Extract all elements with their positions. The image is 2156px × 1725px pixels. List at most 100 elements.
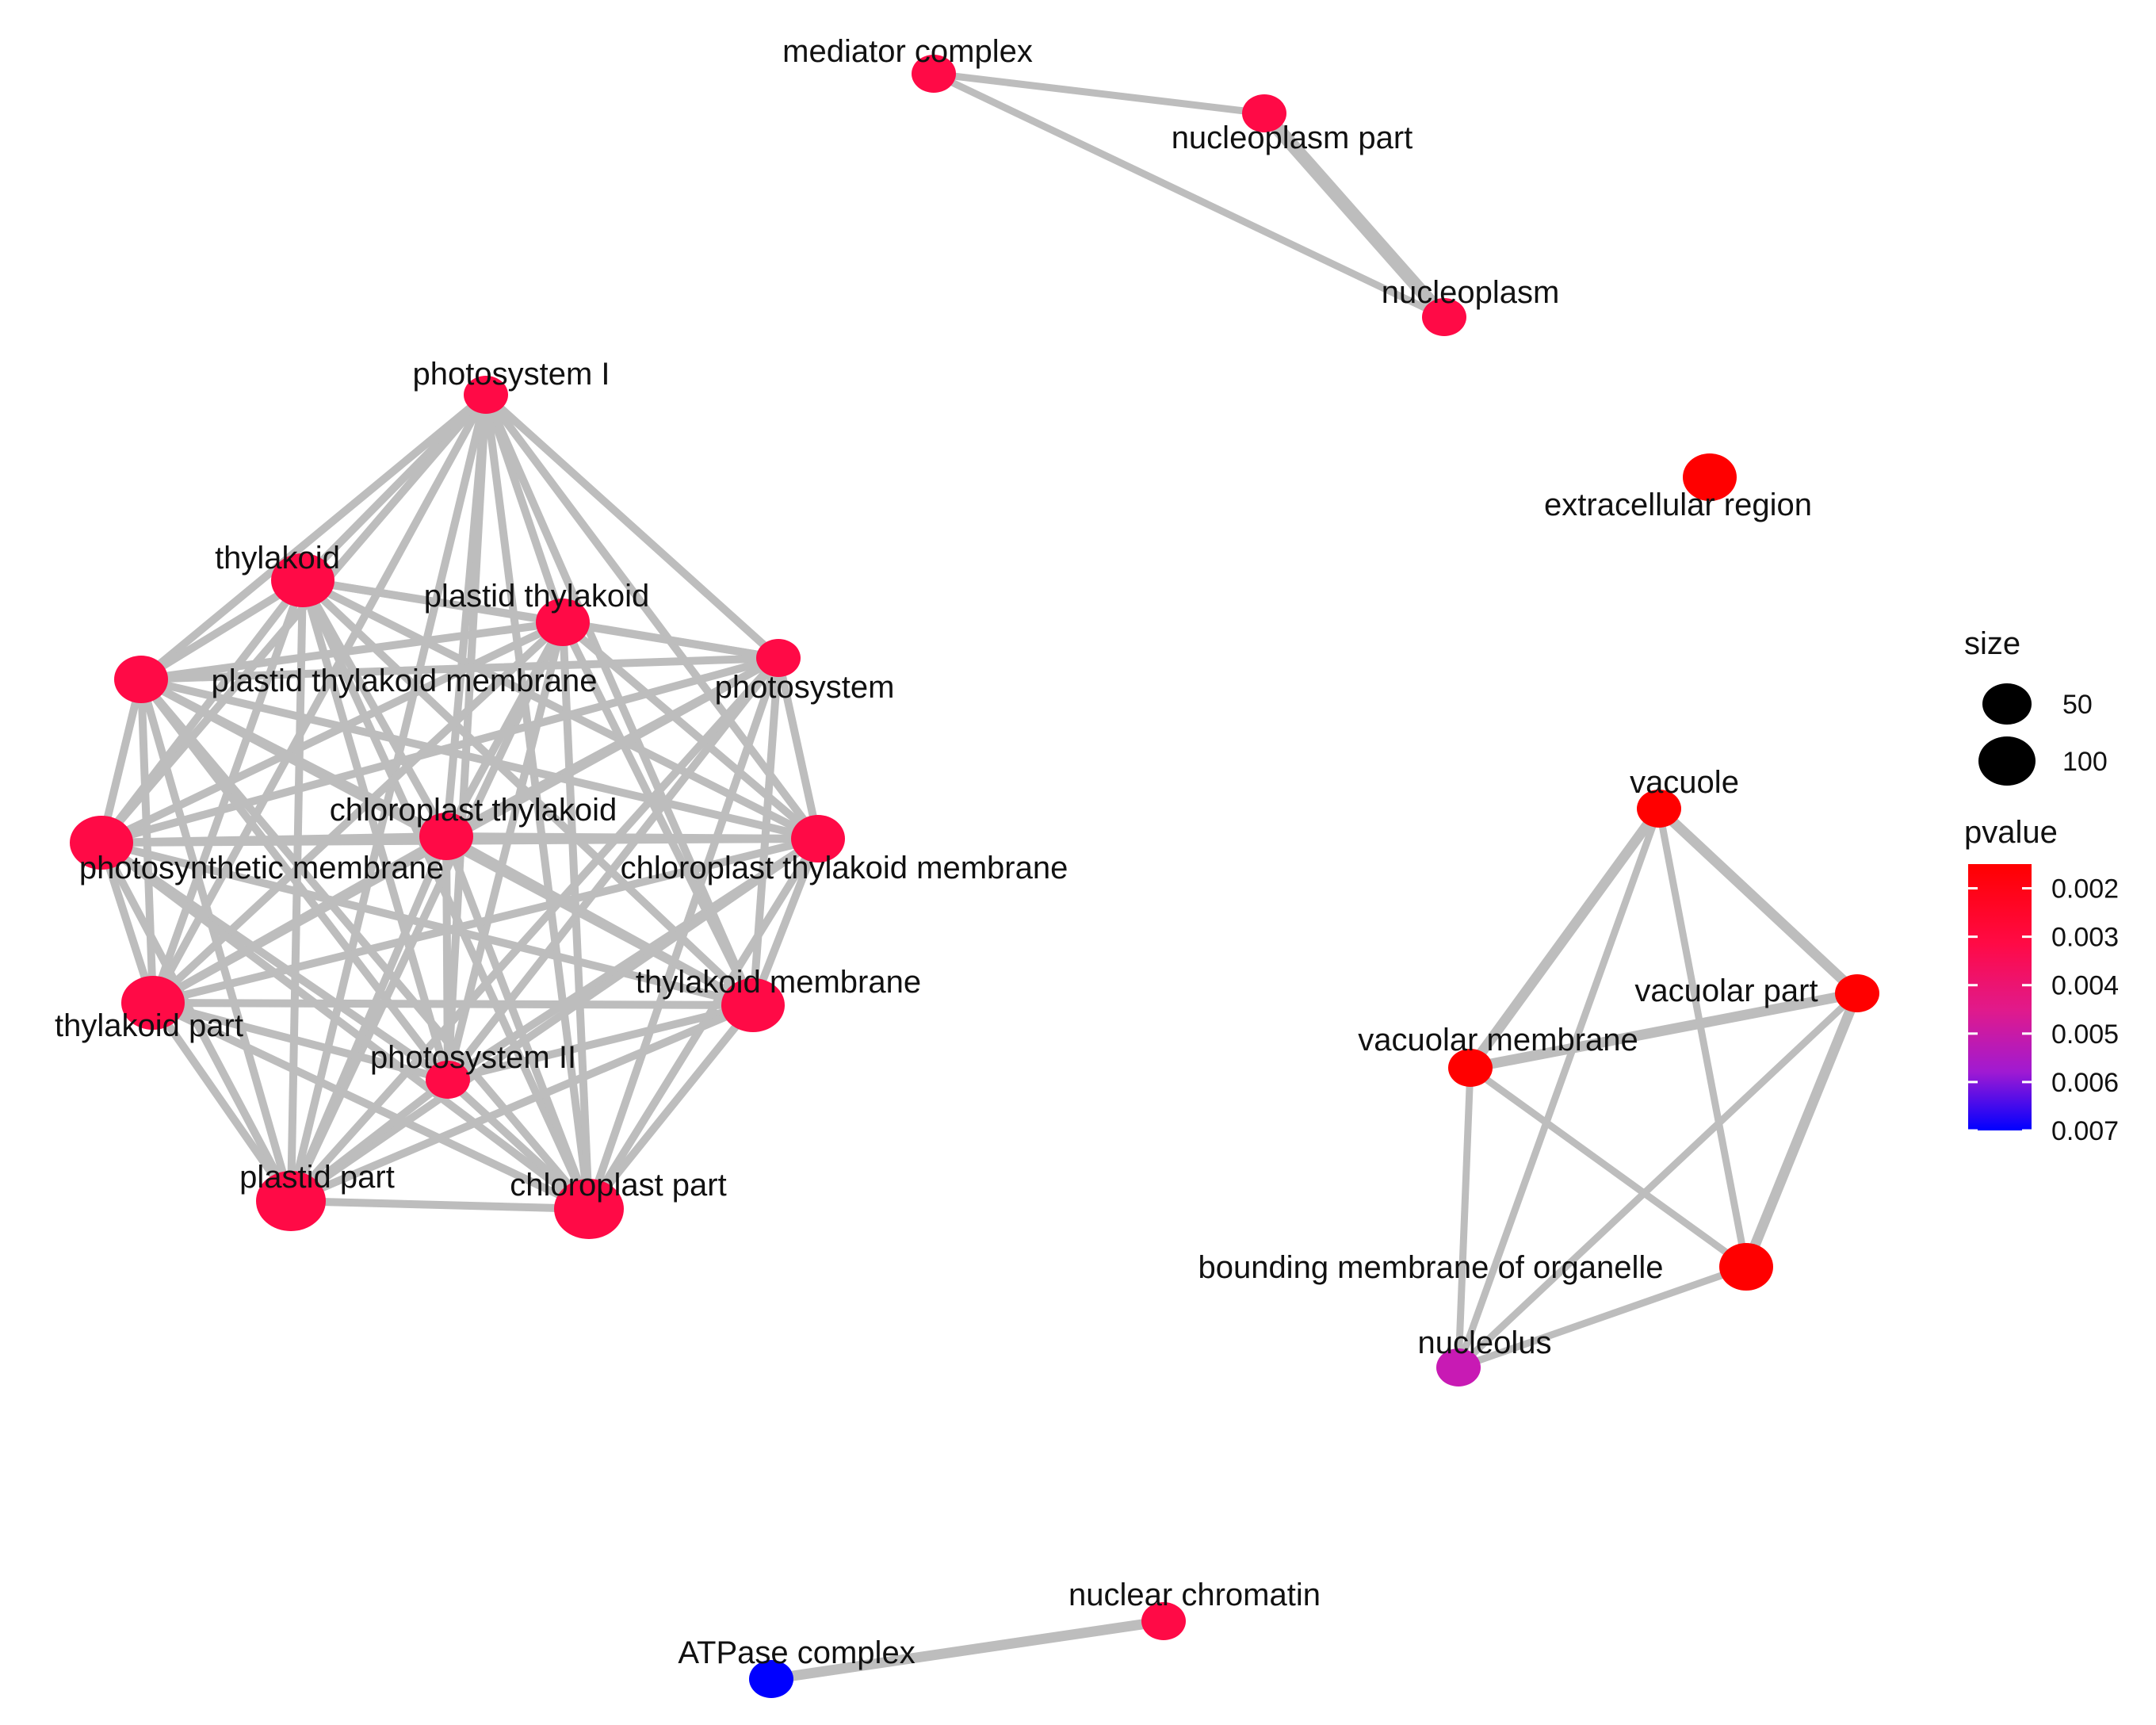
- node-plastid-part[interactable]: [256, 1171, 326, 1231]
- edge-thylakoid_membrane-thylakoid_part: [149, 999, 757, 1009]
- edge-vacuole-vacuolar_membrane: [1465, 803, 1665, 1073]
- edge-thylakoid_membrane-photosystem_ii: [444, 1001, 757, 1084]
- pvalue-tick-label: 0.005: [2051, 1019, 2119, 1050]
- label-photosynthetic-membrane: photosynthetic membrane: [79, 851, 444, 885]
- label-nucleolus: nucleolus: [1417, 1325, 1551, 1360]
- edge-photosystem_i-chloroplast_thylakoid_membrane: [482, 391, 822, 843]
- edge-plastid_thylakoid-thylakoid_part: [149, 618, 567, 1007]
- label-vacuolar-membrane: vacuolar membrane: [1358, 1023, 1638, 1058]
- edge-photosystem_i-photosystem: [482, 391, 782, 662]
- edge-vacuolar_membrane-nucleolus: [1455, 1064, 1474, 1371]
- edge-vacuole-bounding_membrane_of_organelle: [1655, 805, 1750, 1271]
- edge-thylakoid-photosystem_ii: [299, 576, 452, 1084]
- edge-plastid_thylakoid_membrane-chloroplast_part: [137, 675, 593, 1213]
- edge-thylakoid_part-plastid_part: [149, 999, 295, 1205]
- edge-nuclear_chromatin-atpase_complex: [766, 1616, 1169, 1685]
- node-mediator-complex[interactable]: [912, 55, 956, 93]
- legend-size-label-100: 100: [2062, 747, 2108, 777]
- label-extracellular-region: extracellular region: [1544, 488, 1812, 522]
- node-chloroplast-part[interactable]: [554, 1179, 624, 1239]
- edge-vacuolar_part-nucleolus: [1455, 989, 1861, 1371]
- nodes-layer: [70, 55, 1879, 1698]
- edge-chloroplast_thylakoid-thylakoid_membrane: [442, 832, 757, 1009]
- edge-photosynthetic_membrane-thylakoid_membrane: [97, 839, 757, 1009]
- edge-chloroplast_thylakoid-thylakoid_part: [149, 832, 450, 1007]
- node-plastid-thylakoid-membrane[interactable]: [114, 656, 168, 703]
- label-thylakoid-part: thylakoid part: [55, 1008, 243, 1043]
- label-vacuolar-part: vacuolar part: [1634, 973, 1818, 1008]
- edge-thylakoid_membrane-plastid_part: [287, 1001, 757, 1205]
- edge-photosystem-chloroplast_thylakoid_membrane: [774, 654, 822, 843]
- node-photosystem-i[interactable]: [464, 376, 508, 414]
- edge-photosystem_i-plastid_thylakoid_membrane: [137, 391, 490, 683]
- label-bounding-membrane-of-organelle: bounding membrane of organelle: [1198, 1250, 1663, 1285]
- edge-mediator_complex-nucleoplasm_part: [930, 70, 1268, 117]
- edge-chloroplast_thylakoid_membrane-plastid_part: [287, 835, 822, 1205]
- node-thylakoid-membrane[interactable]: [721, 978, 785, 1032]
- label-photosystem-ii: photosystem II: [370, 1040, 576, 1075]
- edge-plastid_thylakoid_membrane-photosystem_ii: [137, 675, 452, 1084]
- node-photosystem-ii[interactable]: [426, 1061, 470, 1099]
- edge-photosystem_i-plastid_part: [287, 391, 490, 1205]
- legend-size-title: size: [1964, 626, 2020, 661]
- edge-plastid_thylakoid_membrane-plastid_part: [137, 675, 295, 1205]
- edge-photosynthetic_membrane-thylakoid_part: [97, 839, 157, 1007]
- edge-chloroplast_thylakoid-plastid_part: [287, 832, 450, 1205]
- node-nucleoplasm-part[interactable]: [1242, 94, 1286, 132]
- label-nucleoplasm: nucleoplasm: [1382, 275, 1560, 310]
- edge-bounding_membrane_of_organelle-nucleolus: [1455, 1263, 1750, 1371]
- node-thylakoid[interactable]: [271, 553, 334, 607]
- node-vacuolar-part[interactable]: [1835, 974, 1879, 1012]
- pvalue-tick-label: 0.007: [2051, 1116, 2119, 1146]
- legend-pvalue-title: pvalue: [1964, 815, 2058, 850]
- edge-thylakoid_membrane-chloroplast_part: [585, 1001, 757, 1213]
- label-plastid-thylakoid-membrane: plastid thylakoid membrane: [212, 664, 598, 698]
- node-chloroplast-thylakoid-membrane[interactable]: [791, 815, 845, 862]
- label-thylakoid-membrane: thylakoid membrane: [636, 965, 921, 1000]
- pvalue-colorbar: [1968, 864, 2032, 1130]
- edge-vacuole-nucleolus: [1455, 805, 1663, 1371]
- pvalue-tick-label: 0.003: [2051, 923, 2119, 953]
- node-photosynthetic-membrane[interactable]: [70, 816, 133, 870]
- node-nucleolus[interactable]: [1436, 1348, 1481, 1387]
- pvalue-tick-label: 0.002: [2051, 874, 2119, 905]
- label-nuclear-chromatin: nuclear chromatin: [1068, 1578, 1321, 1612]
- pvalue-tick-label: 0.004: [2051, 971, 2119, 1001]
- label-chloroplast-part: chloroplast part: [510, 1168, 726, 1203]
- edge-plastid_thylakoid_membrane-chloroplast_thylakoid_membrane: [137, 675, 822, 843]
- edge-thylakoid_part-photosystem_ii: [149, 999, 452, 1084]
- node-nuclear-chromatin[interactable]: [1141, 1602, 1186, 1640]
- edge-plastid_thylakoid-chloroplast_thylakoid_membrane: [559, 618, 822, 843]
- label-thylakoid: thylakoid: [215, 541, 340, 576]
- node-atpase-complex[interactable]: [749, 1660, 793, 1698]
- edge-nucleoplasm_part-nucleoplasm: [1257, 106, 1451, 324]
- node-thylakoid-part[interactable]: [121, 976, 185, 1030]
- node-plastid-thylakoid[interactable]: [536, 599, 590, 646]
- label-plastid-thylakoid: plastid thylakoid: [424, 579, 650, 614]
- label-atpase-complex: ATPase complex: [678, 1635, 915, 1670]
- node-extracellular-region[interactable]: [1683, 453, 1737, 501]
- label-photosystem-i: photosystem I: [412, 357, 610, 392]
- label-photosystem: photosystem: [715, 670, 895, 705]
- label-plastid-part: plastid part: [239, 1160, 395, 1195]
- node-vacuolar-membrane[interactable]: [1448, 1049, 1493, 1087]
- node-nucleoplasm[interactable]: [1422, 298, 1466, 336]
- edge-plastid_thylakoid_membrane-photosynthetic_membrane: [97, 675, 145, 847]
- node-chloroplast-thylakoid[interactable]: [419, 813, 473, 860]
- node-photosystem[interactable]: [756, 639, 801, 677]
- label-chloroplast-thylakoid-membrane: chloroplast thylakoid membrane: [621, 851, 1068, 885]
- node-bounding-membrane-of-organelle[interactable]: [1719, 1243, 1773, 1291]
- label-vacuole: vacuole: [1630, 765, 1739, 800]
- pvalue-tick-label: 0.006: [2051, 1068, 2119, 1098]
- label-nucleoplasm-part: nucleoplasm part: [1172, 120, 1413, 155]
- edge-photosystem-photosystem_ii: [444, 654, 782, 1084]
- edge-vacuole-vacuolar_part: [1653, 803, 1863, 999]
- edge-vacuolar_part-vacuolar_membrane: [1465, 988, 1863, 1073]
- edge-vacuolar_membrane-bounding_membrane_of_organelle: [1466, 1064, 1750, 1271]
- legend-size-swatch-100: [1978, 736, 2036, 786]
- edge-photosystem_ii-plastid_part: [287, 1076, 452, 1205]
- node-vacuole[interactable]: [1637, 790, 1681, 828]
